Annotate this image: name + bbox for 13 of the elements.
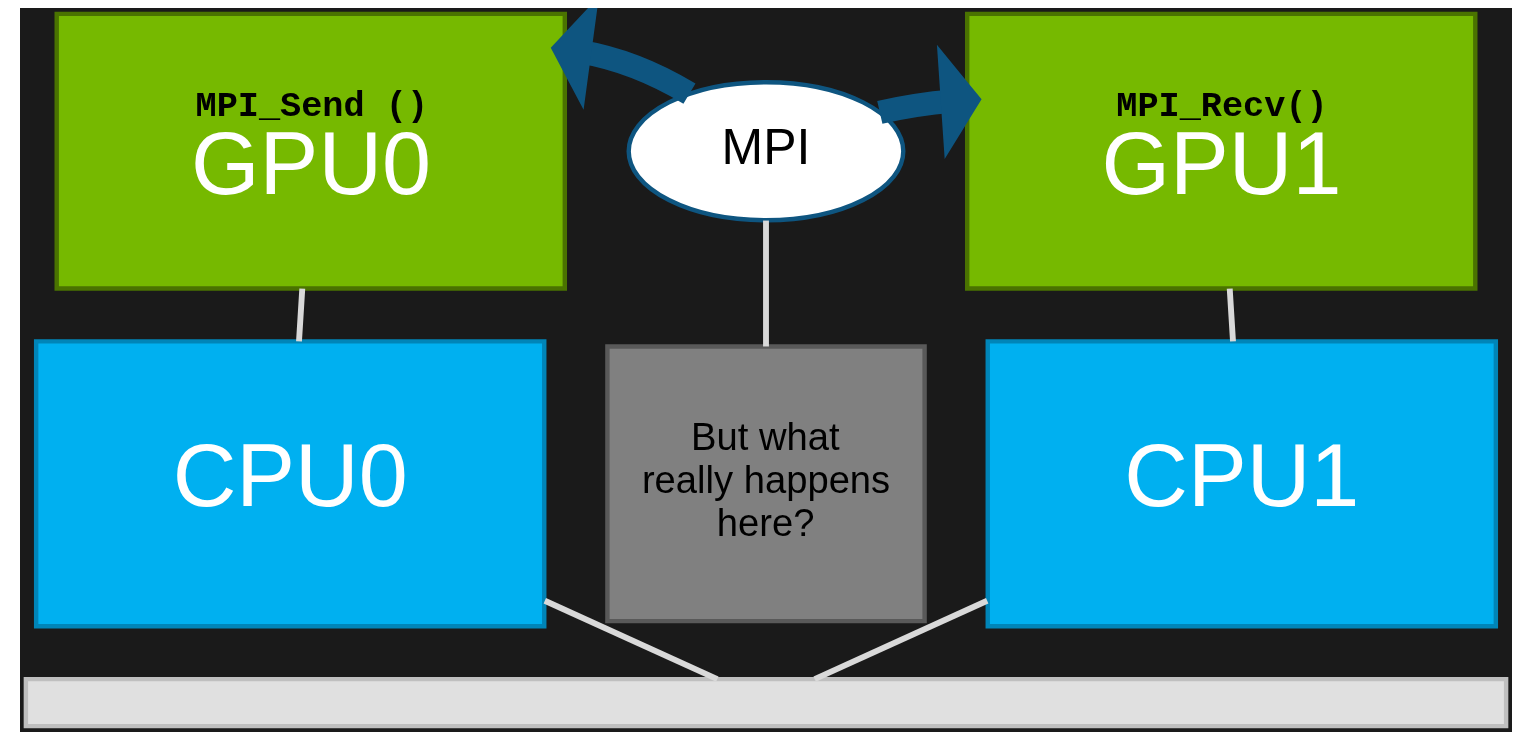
connector: [296, 288, 306, 342]
node-box: MPI_Send () GPU0: [54, 11, 567, 291]
node-box: CPU1: [985, 339, 1499, 629]
arrow: [550, 8, 696, 110]
node-box: But what really happens here?: [605, 344, 927, 624]
node-box: MPI_Recv() GPU1: [965, 11, 1478, 291]
node-ellipse: MPI: [626, 79, 906, 223]
node-bar: [23, 676, 1509, 729]
connector: [1226, 288, 1236, 342]
node-box: CPU0: [33, 339, 547, 629]
connector: [813, 598, 989, 682]
connector: [763, 220, 769, 347]
connector: [543, 598, 719, 682]
